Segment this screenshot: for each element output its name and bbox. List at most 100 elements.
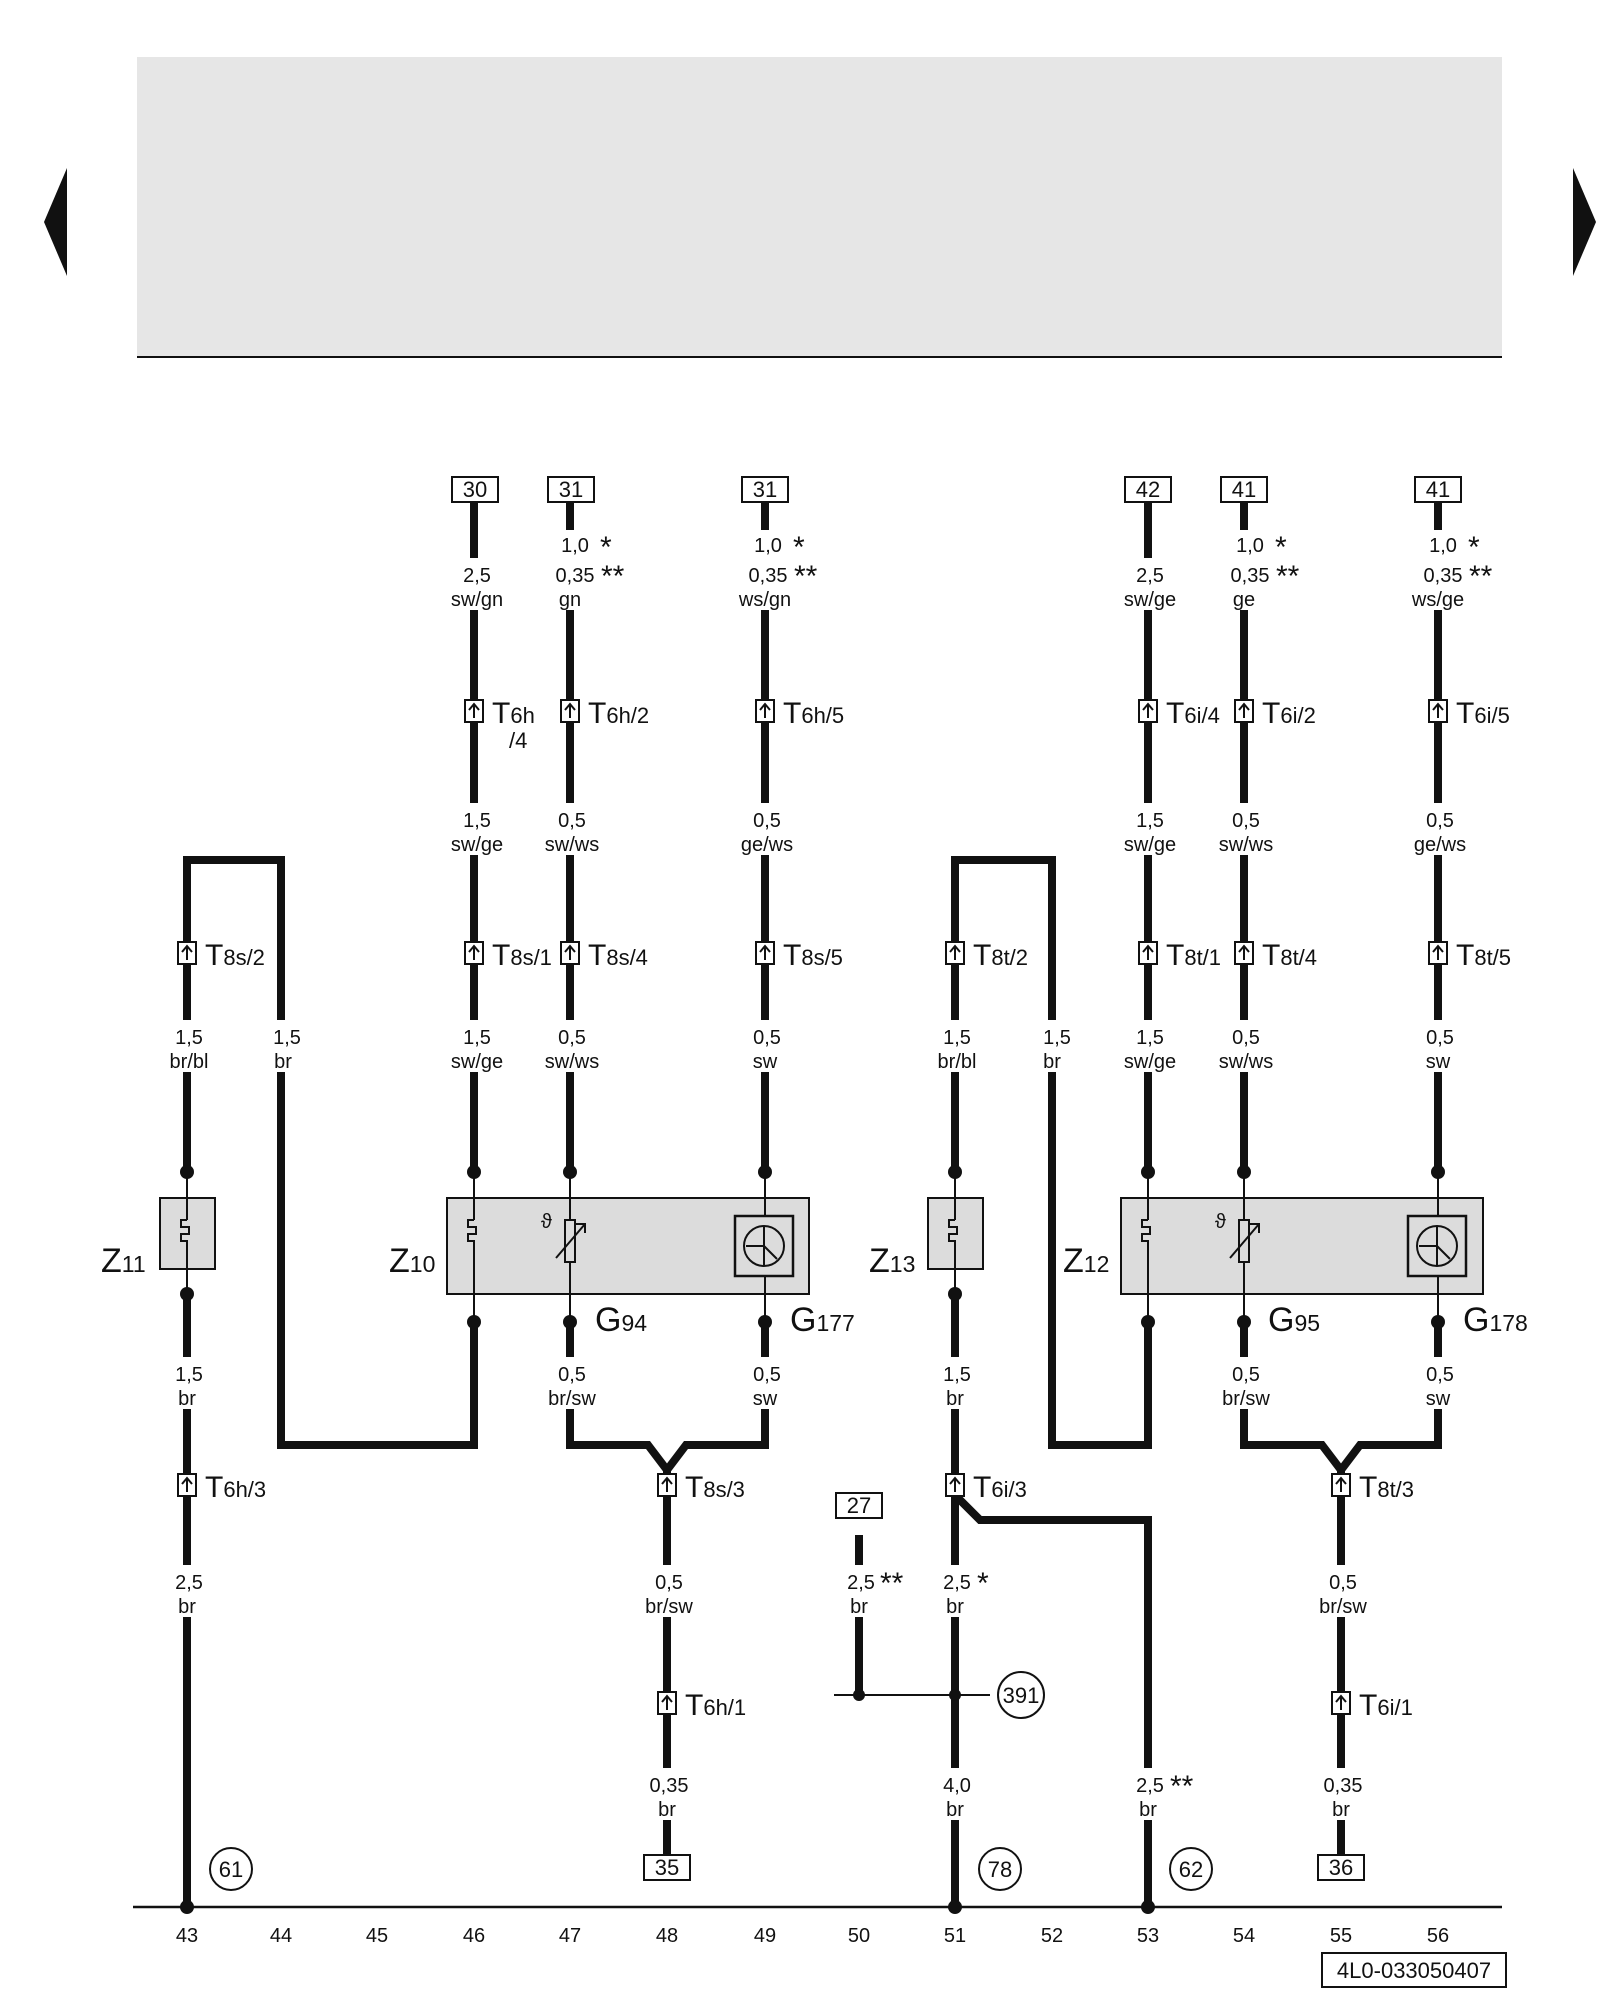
wire-size: 1,5 [1043,1027,1071,1049]
ref-61: 61 [219,1857,243,1882]
wire-size: 0,35 [749,565,788,587]
ref-61-circle [209,1847,253,1891]
terminal-31b: 31 [753,477,777,502]
wire-size: 1,5 [273,1027,301,1049]
svg-text:T6i/1: T6i/1 [1359,1689,1413,1722]
g178-sender-box [1406,1214,1468,1278]
wire-color: gn [559,589,581,611]
wire-size: 1,0 [754,535,782,557]
grid-number: 48 [656,1925,678,1947]
wire-size: 0,35 [1231,565,1270,587]
wire-color: sw/ge [451,834,503,856]
g94-variable-arrow-icon [555,1223,586,1259]
wire-size: 2,5 [847,1572,875,1594]
wire-size: 0,5 [1426,810,1454,832]
wire-color: br [274,1051,292,1073]
z13-heater-icon [948,1219,958,1247]
g95-resistor-icon [1238,1219,1250,1263]
svg-text:T8s/3: T8s/3 [685,1471,745,1504]
wire-size: 0,5 [1329,1572,1357,1594]
svg-text:T6h/3: T6h/3 [205,1471,266,1504]
next-page-arrow-icon[interactable] [1573,168,1596,276]
grid-number: 55 [1330,1925,1352,1947]
wire-size: 0,5 [655,1572,683,1594]
svg-text:T6h/2: T6h/2 [588,697,649,730]
terminal-42-box [1124,476,1172,503]
wire-color: sw [753,1388,778,1410]
prev-page-arrow-icon[interactable] [44,168,67,276]
terminal-27-box [835,1492,883,1519]
wire-size: 0,5 [1426,1027,1454,1049]
z10-heater-icon [467,1219,477,1247]
wire-size: 1,0 [1429,535,1457,557]
svg-text:T8t/1: T8t/1 [1166,939,1221,972]
wire-color: ws/gn [738,589,791,611]
wire-color: sw/ws [1219,1051,1273,1073]
wire-color: ge/ws [1414,834,1466,856]
wire-size: 2,5 [175,1572,203,1594]
wire-color: br [1139,1799,1157,1821]
grid-number: 56 [1427,1925,1449,1947]
grid-number: 52 [1041,1925,1063,1947]
wire-color: br [946,1799,964,1821]
g94-label: G94 [595,1301,647,1339]
g95-variable-arrow-icon [1229,1223,1260,1259]
wire-size: 1,5 [175,1364,203,1386]
wire-size: 2,5 [1136,565,1164,587]
svg-text:*: * [793,531,805,564]
ref-391-circle [997,1671,1045,1719]
wire-size: 2,5 [1136,1775,1164,1797]
grid-number: 43 [176,1925,198,1947]
grid-number: 50 [848,1925,870,1947]
z10-label: Z10 [389,1242,435,1280]
svg-text:**: ** [794,560,818,593]
ref-62-circle [1169,1847,1213,1891]
svg-text:*: * [600,531,612,564]
wire-color: sw/gn [451,589,503,611]
doc-code: 4L0-033050407 [1337,1958,1491,1983]
wire-color: br [1332,1799,1350,1821]
svg-text:T6h: T6h [492,697,535,730]
wire-color: br [178,1388,196,1410]
wire-color: br [178,1596,196,1618]
wire-size: 0,35 [650,1775,689,1797]
terminal-36: 36 [1329,1855,1353,1880]
ref-62: 62 [1179,1857,1203,1882]
wire-color: sw [1426,1051,1451,1073]
wire-size: 0,5 [753,1027,781,1049]
wire-color: ws/ge [1411,589,1464,611]
svg-text:**: ** [601,560,625,593]
wire-size: 1,5 [943,1027,971,1049]
wire-color: br/bl [938,1051,977,1073]
label-plates [160,530,1508,1820]
wire-size: 1,5 [175,1027,203,1049]
svg-text:T6h/1: T6h/1 [685,1689,746,1722]
svg-text:**: ** [1469,560,1493,593]
wire-size: 1,0 [1236,535,1264,557]
terminal-31a: 31 [559,477,583,502]
z12-heater-icon [1141,1219,1151,1247]
wire-color: sw [753,1051,778,1073]
wire-size: 1,5 [463,1027,491,1049]
grid-number: 47 [559,1925,581,1947]
svg-text:T6h/5: T6h/5 [783,697,844,730]
z11-heater-icon [180,1219,190,1247]
wire-size: 1,5 [1136,1027,1164,1049]
svg-text:T8s/2: T8s/2 [205,939,265,972]
wire-size: 0,5 [753,810,781,832]
wire-color: sw/ge [451,1051,503,1073]
svg-text:T8t/4: T8t/4 [1262,939,1317,972]
wire-size: 1,5 [1136,810,1164,832]
wire-color: br/sw [1222,1388,1270,1410]
grid-number: 51 [944,1925,966,1947]
wire-size: 0,5 [753,1364,781,1386]
z11-label: Z11 [101,1242,146,1280]
wire-size: 2,5 [943,1572,971,1594]
wire-color: br/sw [548,1388,596,1410]
connector-icons [177,699,1448,1715]
svg-text:T8t/3: T8t/3 [1359,1471,1414,1504]
component-labels: Z11 Z10 Z13 Z12 G94 G177 G95 G178 ϑ ϑ [101,1211,1528,1339]
svg-text:T6i/5: T6i/5 [1456,697,1510,730]
grid-numbers: 43 44 45 46 47 48 49 50 51 52 53 54 55 5… [176,1925,1449,1947]
